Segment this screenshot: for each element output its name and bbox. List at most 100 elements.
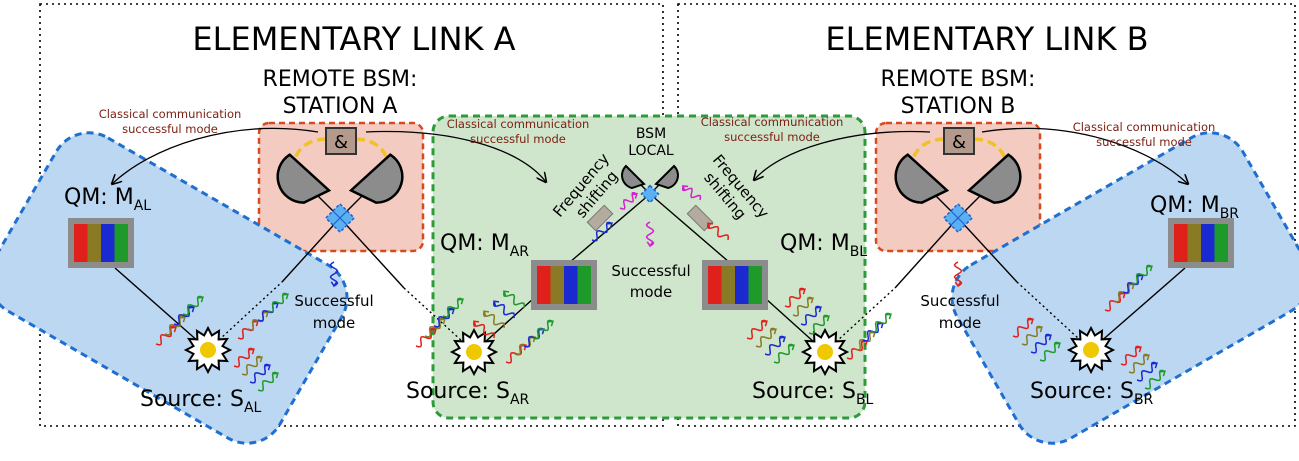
- photon-arrowhead: [885, 313, 892, 320]
- photon-arrowhead: [503, 290, 510, 297]
- photon-arrowhead: [606, 222, 613, 229]
- source-ar-starburst-icon: [449, 327, 499, 377]
- detector-a-right: [348, 153, 404, 204]
- starburst-core: [1083, 342, 1099, 358]
- source-al-starburst-icon: [183, 325, 233, 375]
- source-br-starburst-icon: [1066, 325, 1116, 375]
- photon-arrowhead: [1159, 370, 1166, 377]
- detector-b-right: [966, 153, 1022, 204]
- comm-label-bl-line2: successful mode: [724, 130, 820, 144]
- photon-arrowhead: [823, 315, 830, 322]
- photon-wave: [492, 301, 516, 319]
- detector-a-left: [276, 153, 332, 204]
- qm-bl-memory: [702, 260, 768, 310]
- photon-wave: [591, 221, 613, 242]
- photon-wave: [182, 295, 204, 316]
- beamsplitter-diagonals: [332, 210, 966, 226]
- photon-arrowhead: [631, 193, 638, 199]
- station-a-line1: REMOTE BSM:: [263, 67, 418, 92]
- source-bl-label: Source: SBL: [752, 379, 874, 408]
- success-local-line1: Successful: [611, 262, 690, 280]
- qm-ar-label: QM: MAR: [440, 231, 529, 260]
- photon-arrowhead: [799, 288, 806, 295]
- photon-arrowhead: [264, 364, 271, 371]
- photon-wave: [1021, 325, 1043, 346]
- link-a-title: ELEMENTARY LINK A: [192, 20, 515, 58]
- photon-arrowhead: [448, 308, 455, 315]
- photon-arrowhead: [457, 298, 464, 305]
- comm-label-br-line2: successful mode: [1096, 135, 1192, 149]
- photon-arrowhead: [788, 344, 795, 351]
- photon-arrowhead: [682, 185, 689, 191]
- photon-wave: [706, 223, 730, 241]
- source-br-region: [950, 131, 1299, 445]
- and-gate-a: &: [325, 127, 357, 155]
- photon-wave: [482, 311, 506, 329]
- bsm-local-line2: LOCAL: [628, 143, 674, 159]
- photon-wave: [502, 291, 526, 309]
- qm-br-label: QM: MBR: [1150, 193, 1239, 222]
- frequency-shifter-left: [586, 204, 614, 232]
- photon-arrowhead: [815, 306, 822, 313]
- photon-wave: [532, 319, 554, 340]
- photon-arrowhead: [954, 281, 962, 288]
- photon-wave: [870, 312, 892, 333]
- starburst-core: [466, 344, 482, 360]
- photon-arrowhead: [807, 297, 814, 304]
- photon-wave: [800, 305, 822, 326]
- photon-wave: [764, 335, 786, 356]
- photon-wave: [773, 343, 795, 364]
- photon-wave: [155, 325, 177, 346]
- qm-bl-label: QM: MBL: [780, 231, 867, 260]
- success-local-line2: mode: [630, 283, 673, 301]
- photon-wave: [472, 321, 496, 339]
- source-ar-label: Source: SAR: [406, 379, 530, 408]
- photon-wave: [1128, 353, 1150, 374]
- source-al-label: Source: SAL: [140, 387, 262, 416]
- successful-mode-labels: Successful mode Successful mode Successf…: [294, 262, 999, 332]
- qm-br-memory: [1168, 218, 1234, 268]
- comm-label-bl-line1: Classical communication: [701, 115, 844, 129]
- photon-wave: [1012, 317, 1034, 338]
- photon-arrowhead: [779, 336, 786, 343]
- success-a-line2: mode: [313, 314, 356, 332]
- photon-wave: [257, 371, 279, 392]
- detector-local-left: [621, 164, 646, 190]
- comm-label-al-line2: successful mode: [122, 122, 218, 136]
- photon-arrowhead: [439, 318, 446, 325]
- classical-comm-arrows: [112, 127, 1188, 184]
- photon-wave: [792, 296, 814, 317]
- photon-wave: [415, 327, 437, 348]
- comm-label-ar-line1: Classical communication: [447, 117, 590, 131]
- qm-ar-memory: [531, 260, 597, 310]
- photon-arrowhead: [646, 241, 654, 248]
- starburst-core: [200, 342, 216, 358]
- qm-al-memory: [68, 218, 134, 268]
- photon-wave: [173, 305, 195, 326]
- photon-arrowhead: [877, 322, 884, 329]
- photon-arrowhead: [1151, 362, 1158, 369]
- photon-arrowhead: [473, 320, 480, 327]
- beamsplitter-local: [640, 184, 660, 204]
- detectors: [276, 153, 1022, 204]
- photon-arrowhead: [330, 281, 338, 288]
- photon-wave: [1131, 264, 1153, 285]
- photon-wave: [784, 287, 806, 308]
- comm-label-al-line1: Classical communication: [99, 107, 242, 121]
- photon-arrowhead: [1135, 346, 1142, 353]
- starburst-core: [817, 344, 833, 360]
- photon-wave: [267, 292, 289, 313]
- photon-arrowhead: [282, 293, 289, 300]
- success-b-line2: mode: [939, 314, 982, 332]
- station-a-region: [257, 121, 425, 253]
- photon-arrowhead: [493, 300, 500, 307]
- photon-wave: [433, 307, 455, 328]
- photon-wave: [1120, 345, 1142, 366]
- station-b-line2: STATION B: [901, 94, 1016, 119]
- detector-b-left: [894, 153, 950, 204]
- comm-label-br-line1: Classical communication: [1073, 120, 1216, 134]
- photon-wave: [755, 327, 777, 348]
- photon-wave: [1136, 361, 1158, 382]
- photon-arrowhead: [547, 320, 554, 327]
